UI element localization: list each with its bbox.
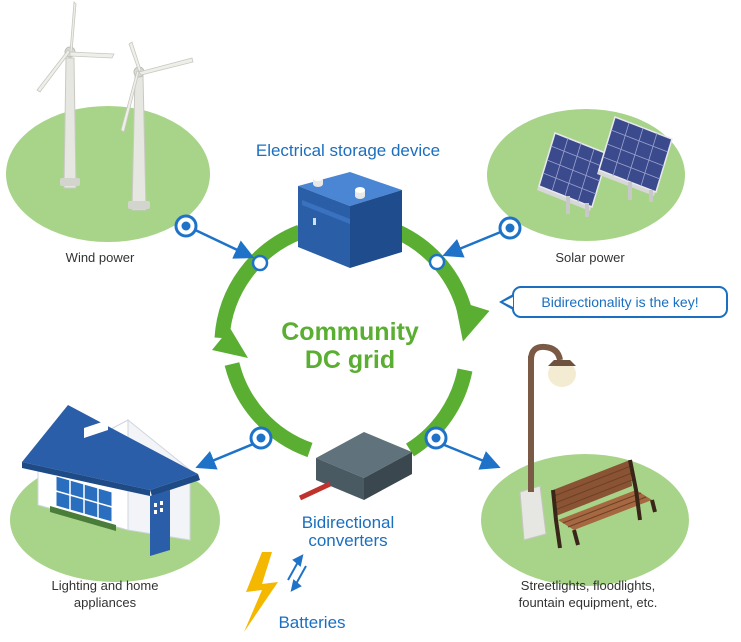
ring-node <box>428 253 446 271</box>
ring-node <box>251 254 269 272</box>
wind-turbine-icon <box>36 1 115 189</box>
street-label-line1: Streetlights, floodlights, <box>520 578 656 593</box>
battery-icon <box>298 172 402 268</box>
solar-panel-icon <box>537 132 609 217</box>
streetlight-icon <box>519 343 576 541</box>
solar-panel-icon <box>597 116 673 202</box>
home-label-line2: appliances <box>73 595 137 610</box>
wind-connector <box>190 226 255 259</box>
home-label-line1: Lighting and home <box>51 578 159 593</box>
solar-connector <box>442 227 509 258</box>
home-connector <box>195 440 259 470</box>
bidirectional-arrows-icon <box>287 554 307 592</box>
connection-node <box>498 216 522 240</box>
street-label-line2: fountain equipment, etc. <box>518 595 658 610</box>
wind-label: Wind power <box>65 250 135 265</box>
center-title-line1: Community <box>281 318 419 346</box>
ring-arrowhead <box>212 328 248 358</box>
solar-label: Solar power <box>555 250 625 265</box>
lightning-bolt-icon <box>244 552 278 632</box>
connection-node <box>174 214 198 238</box>
callout-tail-inner <box>503 297 513 307</box>
house-icon <box>22 405 200 556</box>
connection-node <box>424 426 448 450</box>
wind-field <box>6 106 210 242</box>
bench-icon <box>551 459 657 549</box>
street-connector <box>436 440 501 470</box>
wind-turbine-icon <box>120 41 194 211</box>
connection-node <box>249 426 273 450</box>
converters-label-line1: Bidirectional <box>301 513 395 532</box>
ring-arrowhead <box>454 299 490 342</box>
center-title-line2: DC grid <box>304 346 396 374</box>
callout-bubble: Bidirectionality is the key! <box>512 286 728 318</box>
converters-label-line2: converters <box>308 531 388 550</box>
storage-label: Electrical storage device <box>255 141 441 160</box>
batteries-label: Batteries <box>278 613 346 632</box>
dc-grid-ring <box>214 225 473 458</box>
house-window <box>55 475 113 523</box>
converter-icon <box>298 432 412 501</box>
